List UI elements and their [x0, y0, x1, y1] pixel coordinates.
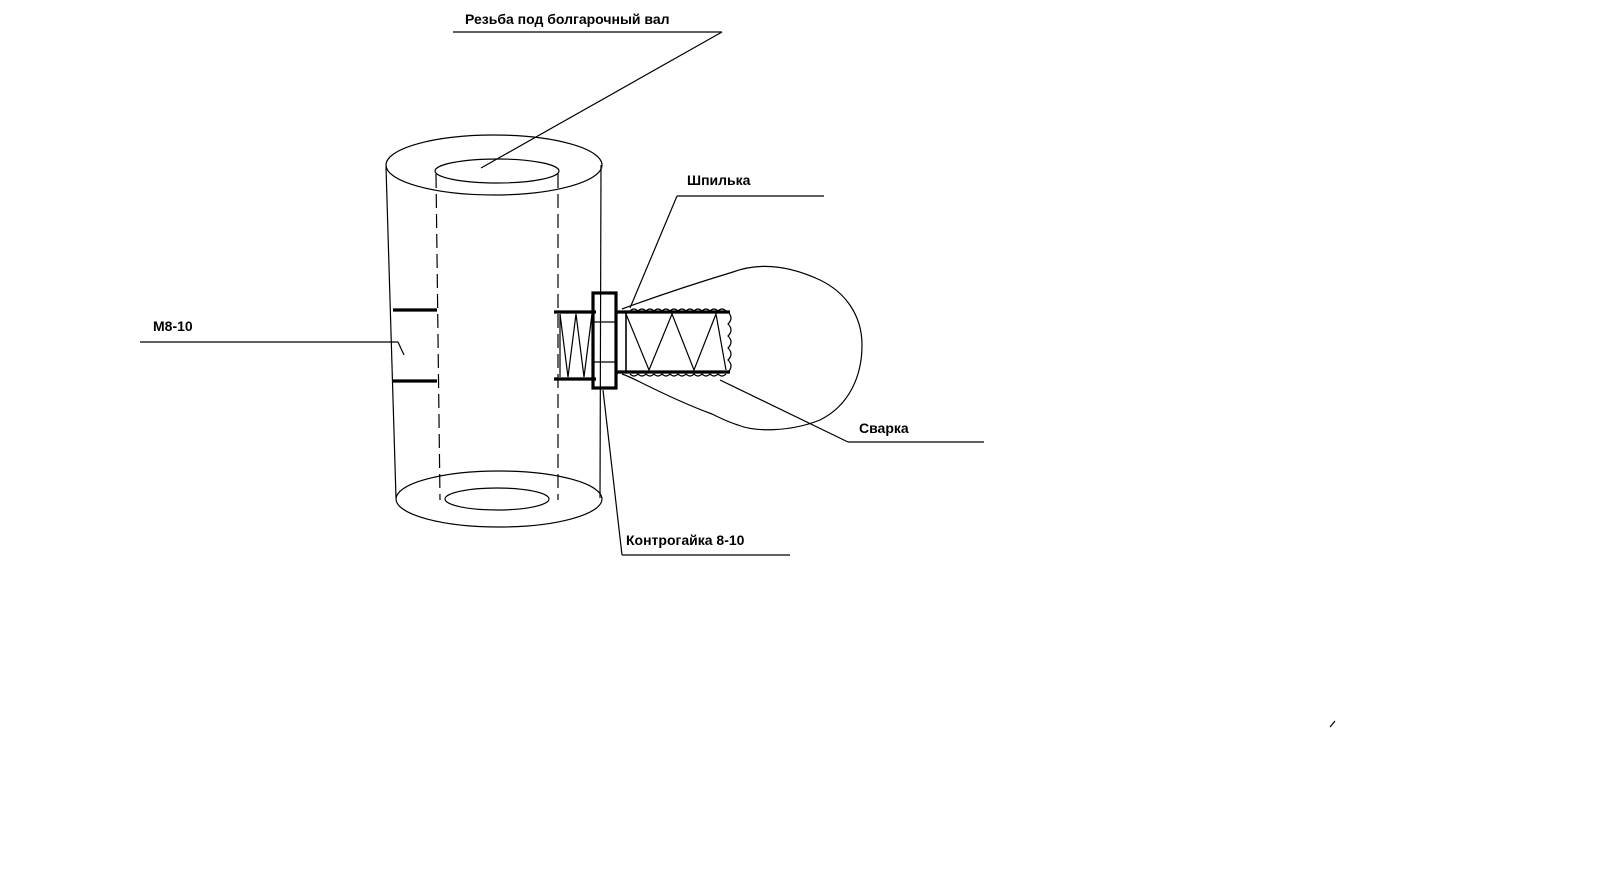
stud-label: Шпилька [687, 172, 751, 188]
stud-threaded-section [554, 310, 596, 381]
cylinder-right-wall [599, 164, 602, 499]
bore-left-hidden-edge [435, 173, 441, 501]
bolt-label: М8-10 [153, 318, 193, 334]
stud-extension [616, 308, 732, 377]
cylinder-left-wall [385, 166, 397, 499]
cylinder-body [385, 134, 603, 528]
thread-label: Резьба под болгарочный вал [465, 11, 670, 27]
bolt-hole-left [393, 308, 437, 383]
weld-label: Сварка [859, 420, 909, 436]
leader-lines [140, 31, 984, 556]
locknut-label: Контрогайка 8-10 [626, 532, 745, 548]
stray-mark [1329, 720, 1336, 728]
locknut [591, 291, 618, 390]
cylinder-top-bore [434, 158, 560, 184]
cylinder-top-outer-edge [385, 134, 603, 196]
cylinder-bottom-bore [444, 487, 550, 511]
cylinder-bottom-outer-edge [395, 470, 603, 528]
weld-blob-outline [621, 265, 863, 431]
